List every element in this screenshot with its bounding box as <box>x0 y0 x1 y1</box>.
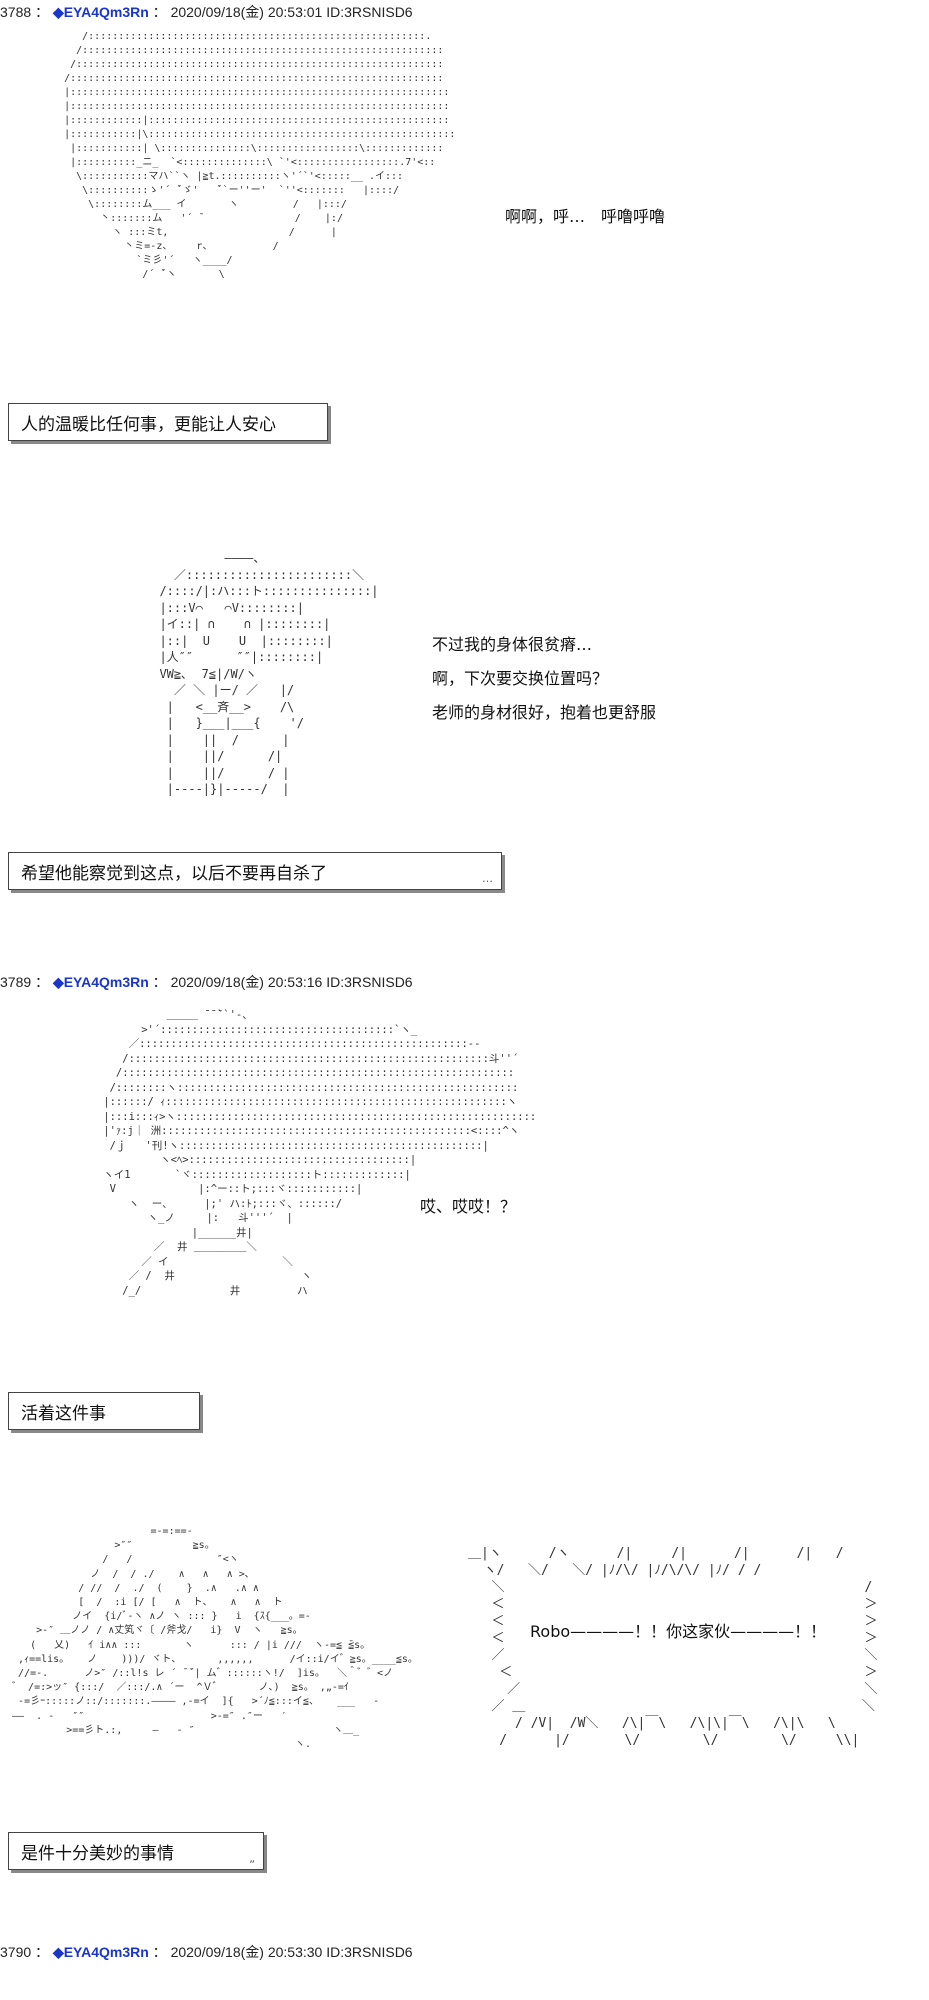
narration-box: 人的温暖比任何事，更能让人安心 <box>8 403 328 441</box>
poster-name[interactable]: ◆EYA4Qm3Rn <box>52 4 149 20</box>
narration-box: 是件十分美妙的事情 „ <box>8 1832 264 1870</box>
narration-box: 活着这件事 <box>8 1392 200 1430</box>
shout-bubble-frame: ＿|ヽ /ヽ /| /| /| /| / ヽ/ ＼/ ＼/ |ﾉ/\/ |ﾉ/\… <box>468 1546 878 1748</box>
post-datetime: 2020/09/18(金) 20:53:30 <box>170 1944 323 1960</box>
ascii-art-sleeping-face: /:::::::::::::::::::::::::::::::::::::::… <box>64 31 456 280</box>
poster-id: ID:3RSNISD6 <box>326 1944 413 1960</box>
post-header-3788: 3788 ： ◆EYA4Qm3Rn ： 2020/09/18(金) 20:53:… <box>0 4 413 20</box>
poster-id: ID:3RSNISD6 <box>326 974 413 990</box>
narration-text: 人的温暖比任何事，更能让人安心 <box>21 415 276 435</box>
narration-text: 活着这件事 <box>21 1404 106 1424</box>
ascii-art-surprised-boy: ＿＿＿ ̄ ̄ ̄``'‐、 >'´::::::::::::::::::::::… <box>103 1009 537 1297</box>
ascii-art-crowd-pile: =-=:==- >″″ ≧s。 / / ″<ヽ ノ / / ./ ∧ ∧ ∧ >… <box>12 1526 418 1751</box>
narration-dots: … <box>482 872 493 885</box>
post-datetime: 2020/09/18(金) 20:53:16 <box>170 974 323 990</box>
post-datetime: 2020/09/18(金) 20:53:01 <box>170 4 323 20</box>
shout-text: Robo————！！你这家伙————！！ <box>530 1622 827 1641</box>
post-number: 3790 <box>0 1944 32 1960</box>
post-number: 3789 <box>0 974 32 990</box>
speech-text-block: 不过我的身体很贫瘠… 啊，下次要交换位置吗？ 老师的身材很好，抱着也更舒服 <box>432 635 657 722</box>
narration-text: 希望他能察觉到这点，以后不要再自杀了 <box>21 864 327 884</box>
post-number: 3788 <box>0 4 32 20</box>
post-header-3789: 3789 ： ◆EYA4Qm3Rn ： 2020/09/18(金) 20:53:… <box>0 974 413 990</box>
post-header-3790: 3790 ： ◆EYA4Qm3Rn ： 2020/09/18(金) 20:53:… <box>0 1944 413 1960</box>
narration-text: 是件十分美妙的事情 <box>21 1844 174 1864</box>
narration-box: 希望他能察觉到这点，以后不要再自杀了 … <box>8 852 502 890</box>
narration-dots: „ <box>249 1852 255 1865</box>
poster-id: ID:3RSNISD6 <box>326 4 413 20</box>
speech-text: 哎、哎哎！？ <box>420 1197 517 1216</box>
poster-name[interactable]: ◆EYA4Qm3Rn <box>52 1944 149 1960</box>
poster-name[interactable]: ◆EYA4Qm3Rn <box>52 974 149 990</box>
speech-text: 啊啊，呼… 呼噜呼噜 <box>505 207 666 226</box>
ascii-art-girl-standing: ――――、 ／:::::::::::::::::::::::＼ /::::/|:… <box>159 551 379 796</box>
